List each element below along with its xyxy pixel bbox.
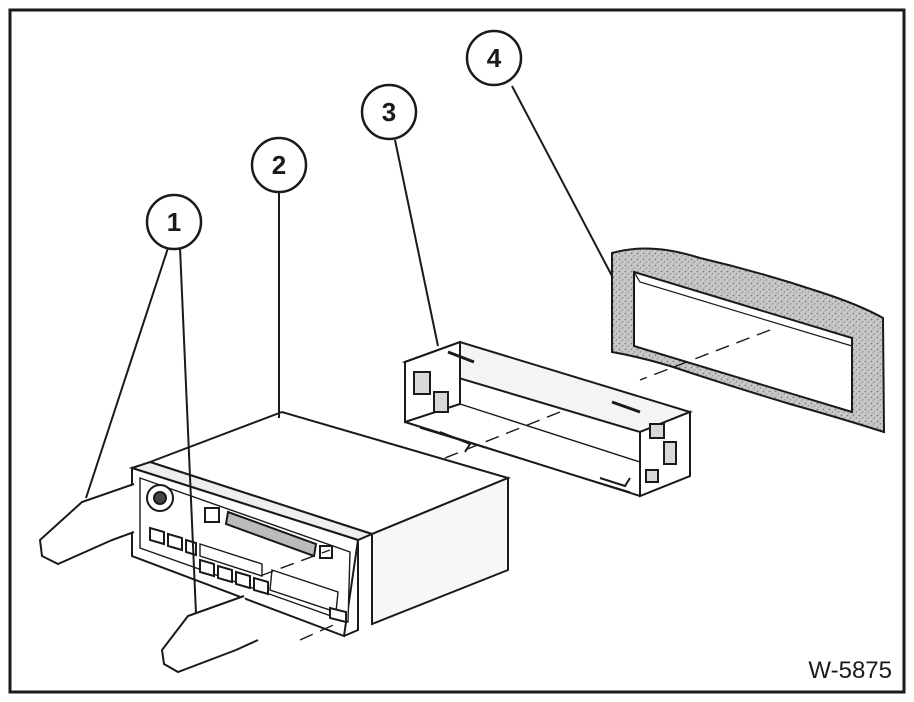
callout-2-label: 2	[272, 150, 286, 180]
release-key-upper	[38, 483, 135, 566]
callout-2: 2	[250, 136, 308, 194]
callout-4: 4	[465, 29, 523, 87]
release-key-lower	[160, 595, 259, 674]
figure-code: W-5875	[808, 657, 892, 684]
mounting-sleeve	[401, 340, 694, 498]
radio-unit	[128, 410, 512, 638]
callout-3-label: 3	[382, 97, 396, 127]
callout-4-label: 4	[487, 43, 502, 73]
alignment-lines	[259, 329, 771, 641]
callout-3: 3	[360, 83, 418, 141]
trim-bezel	[611, 247, 886, 434]
callout-1: 1	[145, 193, 203, 251]
callout-1-label: 1	[167, 207, 181, 237]
leader-lines	[85, 85, 613, 615]
